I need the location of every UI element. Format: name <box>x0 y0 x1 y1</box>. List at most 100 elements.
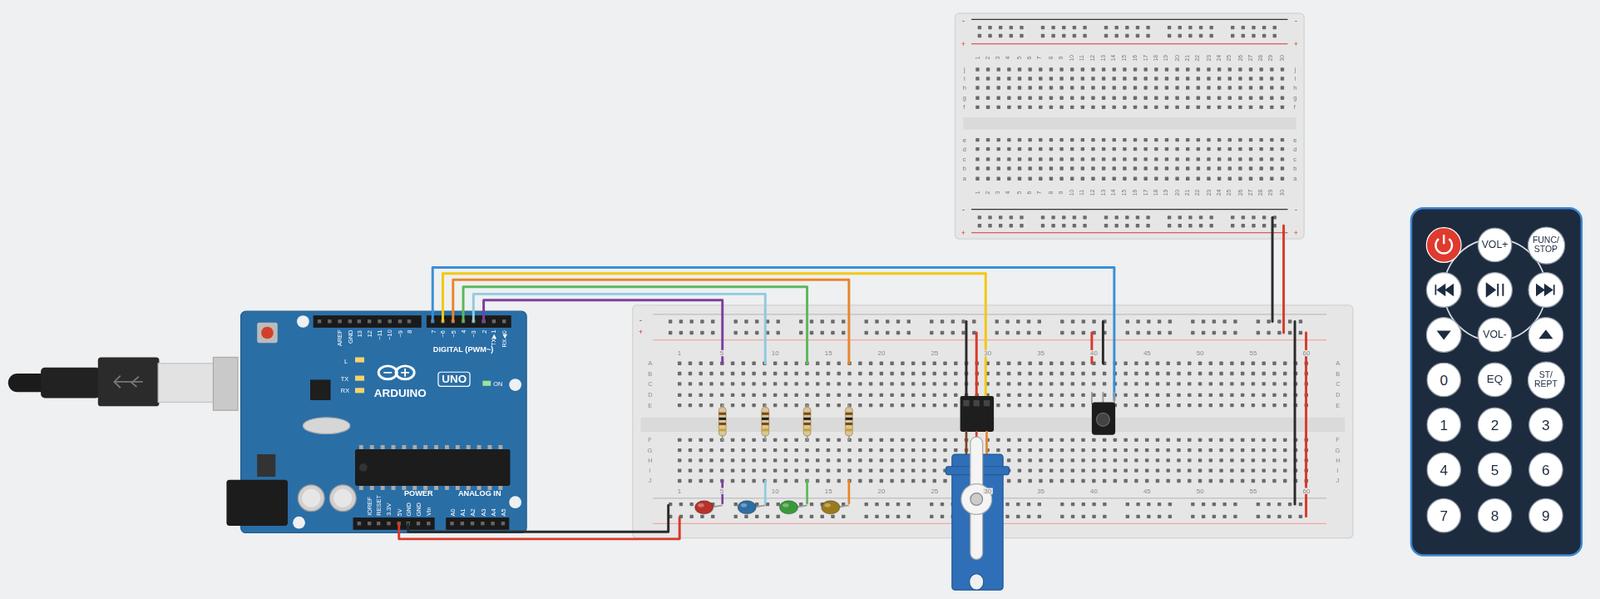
breadboard-hole <box>730 468 735 472</box>
breadboard-hole <box>874 330 879 335</box>
breadboard-hole <box>1071 514 1075 519</box>
breadboard-hole <box>986 147 990 151</box>
breadboard-hole <box>1165 67 1169 71</box>
breadboard-hole <box>784 403 788 407</box>
breadboard-hole <box>1007 371 1011 376</box>
remote-button: 7 <box>1426 498 1462 534</box>
connector-slot <box>983 400 990 406</box>
breadboard-hole <box>1217 177 1221 181</box>
led-label: RX <box>340 387 350 394</box>
column-number: 27 <box>1248 188 1255 198</box>
breadboard-hole <box>1122 105 1126 109</box>
breadboard-hole <box>773 403 777 407</box>
column-number: 8 <box>1048 189 1055 195</box>
breadboard-hole <box>1016 514 1020 519</box>
rail-line <box>971 232 1288 233</box>
breadboard-hole <box>1280 76 1284 80</box>
breadboard-hole <box>1101 76 1106 80</box>
breadboard-hole <box>1280 138 1284 142</box>
breadboard-hole <box>961 319 965 323</box>
breadboard-hole <box>1233 319 1237 323</box>
breadboard-hole <box>1072 215 1077 219</box>
breadboard-hole <box>1230 25 1235 30</box>
breadboard-hole <box>1272 361 1276 366</box>
breadboard-hole <box>815 448 820 452</box>
resistor-band <box>845 412 854 415</box>
breadboard-hole <box>1165 147 1169 151</box>
breadboard-hole <box>762 448 766 452</box>
breadboard-hole <box>858 403 862 407</box>
header-pin <box>376 521 381 525</box>
column-number: 9 <box>1058 189 1065 195</box>
arduino-logo-signs <box>383 368 410 377</box>
breadboard-hole <box>1123 468 1127 472</box>
breadboard-hole <box>1155 403 1160 407</box>
breadboard-hole <box>741 458 746 462</box>
breadboard-hole <box>986 67 990 71</box>
breadboard-hole <box>1209 403 1213 407</box>
breadboard-hole <box>1187 438 1191 442</box>
breadboard-hole <box>1102 448 1107 452</box>
breadboard-hole <box>1060 381 1064 386</box>
breadboard-channel <box>962 117 1296 130</box>
breadboard-hole <box>699 438 703 442</box>
breadboard-hole <box>794 479 798 483</box>
breadboard-hole <box>1178 223 1182 228</box>
chip-pin <box>370 444 375 450</box>
breadboard-hole <box>1007 381 1011 386</box>
breadboard-hole <box>1102 514 1107 519</box>
column-number: 11 <box>1079 54 1086 62</box>
breadboard-hole <box>1122 147 1126 151</box>
breadboard-hole <box>1154 105 1158 109</box>
breadboard-hole <box>1261 361 1265 366</box>
breadboard-hole <box>1007 76 1011 80</box>
breadboard-hole <box>1081 67 1085 71</box>
breadboard-hole <box>911 479 915 483</box>
breadboard-hole <box>1082 215 1087 219</box>
breadboard-hole <box>1251 393 1255 397</box>
breadboard-hole <box>1166 361 1171 366</box>
column-number: 30 <box>982 349 993 356</box>
breadboard-hole <box>1041 223 1045 228</box>
breadboard-hole <box>826 361 830 366</box>
breadboard-hole <box>1269 147 1274 151</box>
breadboard-hole <box>733 514 737 519</box>
column-number: 1 <box>974 55 981 61</box>
rail-sign: + <box>960 228 967 237</box>
up-icon <box>1538 329 1553 339</box>
row-letter: f <box>962 103 967 110</box>
breadboard-hole <box>943 438 947 442</box>
breadboard-hole <box>996 393 1000 397</box>
chip-pin <box>455 444 460 450</box>
breadboard-hole <box>1123 438 1127 442</box>
header-pin <box>426 521 430 525</box>
mounting-hole <box>508 378 522 391</box>
breadboard-hole <box>1071 361 1075 366</box>
breadboard-hole <box>1007 479 1011 483</box>
column-number: 26 <box>1237 188 1244 198</box>
breadboard-hole <box>1283 361 1287 366</box>
breadboard-hole <box>1017 177 1022 181</box>
breadboard-hole <box>986 166 990 170</box>
breadboard-hole <box>1288 319 1292 323</box>
breadboard-hole <box>1017 105 1022 109</box>
row-letter: i <box>1293 75 1297 82</box>
breadboard-hole <box>784 393 788 397</box>
breadboard-hole <box>1209 448 1213 452</box>
breadboard-hole <box>1261 403 1265 407</box>
breadboard-hole <box>1262 223 1266 228</box>
breadboard-hole <box>1123 381 1127 386</box>
breadboard-hole <box>1262 25 1266 30</box>
header-pin <box>377 319 381 323</box>
breadboard-hole <box>837 393 841 397</box>
rail-line <box>971 19 1288 20</box>
breadboard-hole <box>1209 25 1213 30</box>
breadboard-hole <box>820 514 825 519</box>
breadboard-hole <box>1217 96 1221 100</box>
led-label: L <box>344 358 348 365</box>
button-label: 3 <box>1541 416 1551 432</box>
breadboard-hole <box>995 319 999 323</box>
button-label: 0 <box>1439 371 1448 387</box>
power-button <box>1426 227 1462 263</box>
breadboard-hole <box>1206 177 1210 181</box>
